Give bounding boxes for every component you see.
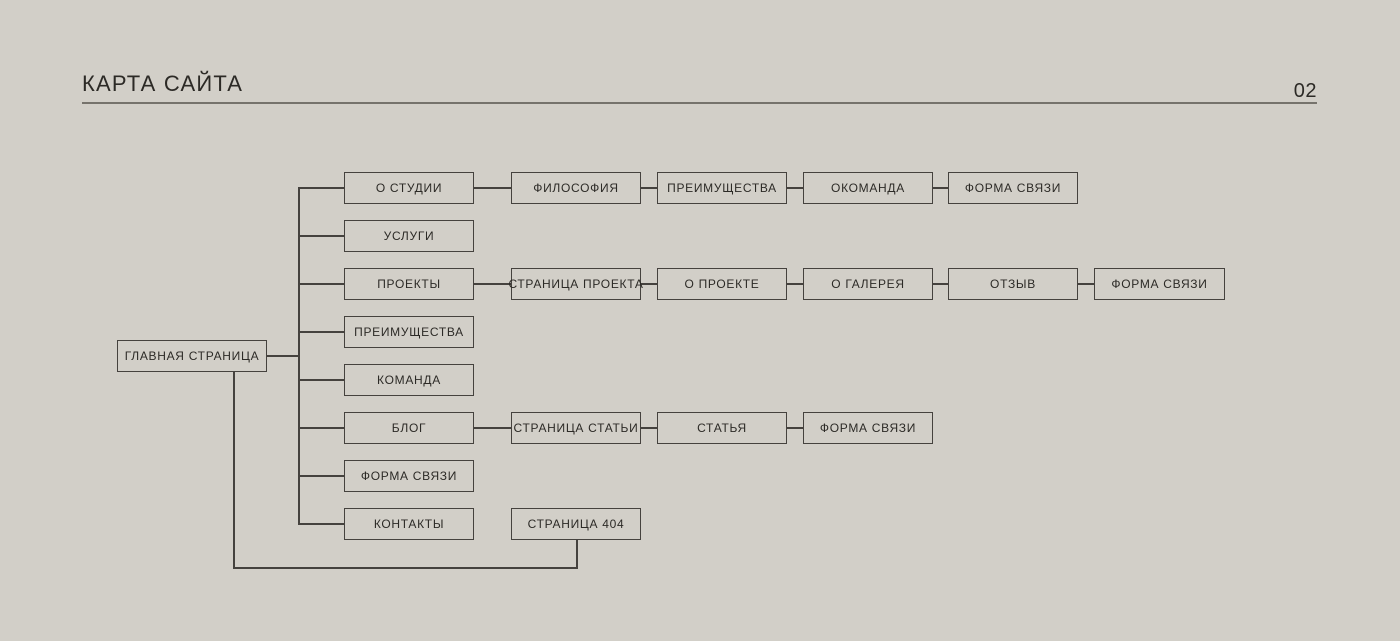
chain-connector-line (474, 427, 511, 429)
branch-stub-line (298, 427, 344, 429)
node-project-gallery: О ГАЛЕРЕЯ (803, 268, 933, 300)
page404-connector-down-line (233, 372, 235, 568)
node-article: СТАТЬЯ (657, 412, 787, 444)
node-project-review: ОТЗЫВ (948, 268, 1078, 300)
node-article-page: СТРАНИЦА СТАТЬИ (511, 412, 641, 444)
chain-connector-line (787, 187, 803, 189)
node-about-project: О ПРОЕКТЕ (657, 268, 787, 300)
node-page-404: СТРАНИЦА 404 (511, 508, 641, 540)
branch-stub-line (298, 523, 344, 525)
node-advantages: ПРЕИМУЩЕСТВА (344, 316, 474, 348)
chain-connector-line (641, 187, 657, 189)
chain-connector-line (933, 283, 948, 285)
branch-stub-line (298, 187, 344, 189)
chain-connector-line (641, 427, 657, 429)
root-connector-line (266, 355, 299, 357)
chain-connector-line (474, 187, 511, 189)
chain-connector-line (641, 283, 657, 285)
node-about-contact-form: ФОРМА СВЯЗИ (948, 172, 1078, 204)
branch-stub-line (298, 331, 344, 333)
node-blog-contact-form: ФОРМА СВЯЗИ (803, 412, 933, 444)
node-main-page: ГЛАВНАЯ СТРАНИЦА (117, 340, 267, 372)
chain-connector-line (787, 427, 803, 429)
node-contact-form: ФОРМА СВЯЗИ (344, 460, 474, 492)
branch-stub-line (298, 475, 344, 477)
page-number: 02 (1293, 80, 1317, 102)
node-about-studio: О СТУДИИ (344, 172, 474, 204)
chain-connector-line (474, 283, 511, 285)
node-project-page: СТРАНИЦА ПРОЕКТА (508, 268, 643, 300)
node-philosophy: ФИЛОСОФИЯ (511, 172, 641, 204)
node-projects: ПРОЕКТЫ (344, 268, 474, 300)
page-title: КАРТА САЙТА (82, 71, 244, 96)
chain-connector-line (787, 283, 803, 285)
header-rule (82, 102, 1317, 104)
branch-stub-line (298, 235, 344, 237)
node-team: КОМАНДА (344, 364, 474, 396)
node-contacts: КОНТАКТЫ (344, 508, 474, 540)
node-services: УСЛУГИ (344, 220, 474, 252)
node-blog: БЛОГ (344, 412, 474, 444)
branch-stub-line (298, 283, 344, 285)
page404-connector-bottom-line (233, 567, 578, 569)
node-about-advantages: ПРЕИМУЩЕСТВА (657, 172, 787, 204)
node-about-team: ОКОМАНДА (803, 172, 933, 204)
chain-connector-line (1078, 283, 1094, 285)
chain-connector-line (933, 187, 948, 189)
branch-stub-line (298, 379, 344, 381)
page404-connector-up-line (576, 540, 578, 568)
node-project-contact-form: ФОРМА СВЯЗИ (1094, 268, 1225, 300)
